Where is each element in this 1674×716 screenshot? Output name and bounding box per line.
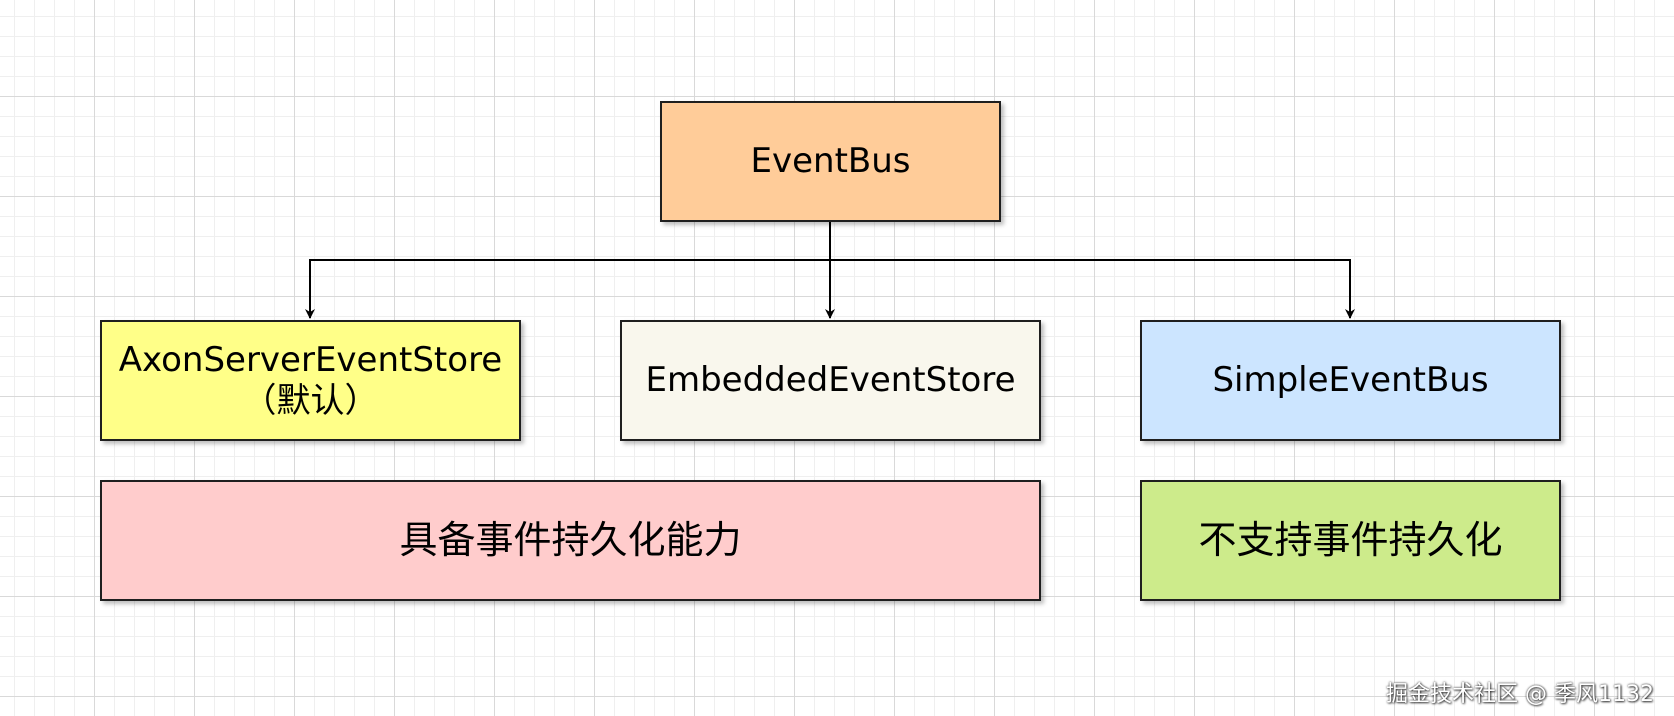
- no-persistence-group: 不支持事件持久化: [1140, 480, 1561, 601]
- eventbus-node: EventBus: [660, 101, 1001, 222]
- persistence-capable-group: 具备事件持久化能力: [100, 480, 1041, 601]
- watermark-text: 掘金技术社区 @ 季风1132: [1386, 682, 1654, 707]
- eventbus-label: EventBus: [750, 141, 911, 182]
- edge-eventbus-to-axonserver: [305, 222, 831, 319]
- default-note-label: （默认）: [242, 380, 379, 421]
- axonserver-eventstore-label: AxonServerEventStore: [118, 339, 503, 380]
- simple-eventbus-node: SimpleEventBus: [1140, 320, 1561, 441]
- edge-eventbus-to-simple: [829, 222, 1355, 319]
- axonserver-eventstore-node: AxonServerEventStore （默认）: [100, 320, 521, 441]
- persistence-capable-label: 具备事件持久化能力: [399, 517, 742, 562]
- no-persistence-label: 不支持事件持久化: [1198, 517, 1503, 562]
- embedded-eventstore-label: EmbeddedEventStore: [645, 360, 1016, 401]
- simple-eventbus-label: SimpleEventBus: [1212, 360, 1489, 401]
- embedded-eventstore-node: EmbeddedEventStore: [620, 320, 1041, 441]
